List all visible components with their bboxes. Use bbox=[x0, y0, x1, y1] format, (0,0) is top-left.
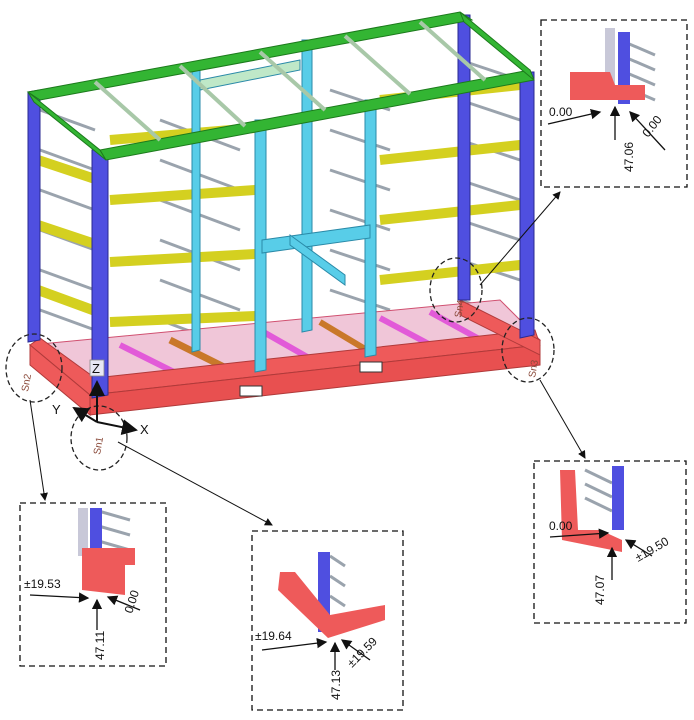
roof-purlins bbox=[93, 20, 487, 142]
yellow-beams bbox=[36, 80, 521, 327]
axis-y-label: Y bbox=[52, 402, 61, 417]
detail-box-sn2: ±19.53 47.11 0.00 bbox=[19, 502, 167, 667]
detail-box-sn4: 0.00 47.06 0.00 bbox=[540, 19, 688, 188]
coordinate-axes: Z X Y bbox=[52, 359, 149, 437]
sn3-left-value: 0.00 bbox=[549, 519, 573, 533]
sn2-vertical-value: 47.11 bbox=[93, 631, 107, 660]
sn4-vertical-value: 47.06 bbox=[622, 142, 636, 172]
sn1-vertical-value: 47.13 bbox=[329, 670, 343, 700]
sn4-callout-circle bbox=[429, 257, 483, 323]
sn1-callout-circle bbox=[70, 405, 128, 471]
sn2-right-value: 0.00 bbox=[122, 588, 143, 615]
axis-z-label: Z bbox=[92, 361, 100, 376]
leader-arrows bbox=[29, 191, 586, 526]
support-label-sn1: Sn1 bbox=[92, 436, 106, 456]
detail-box-sn1: ±19.64 47.13 ±19.59 bbox=[251, 530, 404, 711]
top-frame bbox=[26, 11, 535, 161]
sn3-callout-circle bbox=[501, 317, 555, 383]
support-label-sn4: Sn4 bbox=[453, 299, 467, 319]
sn1-left-value: ±19.64 bbox=[255, 629, 292, 643]
sn2-callout-circle bbox=[5, 333, 63, 403]
support-label-sn3: Sn3 bbox=[527, 359, 541, 379]
axis-x-label: X bbox=[140, 422, 149, 437]
sn2-left-value: ±19.53 bbox=[24, 577, 61, 591]
sn4-left-value: 0.00 bbox=[549, 105, 573, 119]
detail-box-sn3: 0.00 ±19.50 47.07 bbox=[533, 460, 687, 624]
support-label-sn2: Sn2 bbox=[20, 373, 34, 393]
sn3-vertical-value: 47.07 bbox=[593, 575, 607, 605]
steel-frame-model bbox=[26, 11, 542, 417]
support-markers bbox=[5, 257, 555, 471]
